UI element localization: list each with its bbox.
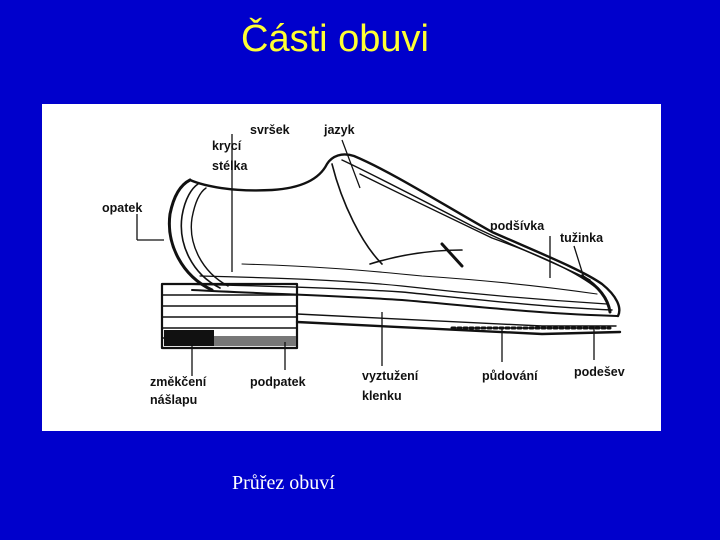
slide-caption: Průřez obuví xyxy=(232,472,335,495)
label-kryci: krycí xyxy=(212,139,242,153)
label-pudovani: půdování xyxy=(482,369,538,383)
label-svrsek: svršek xyxy=(250,123,290,137)
shoe-diagram-panel: svršek jazyk krycí stélka opatek podšívk… xyxy=(42,104,661,431)
label-naslapu: nášlapu xyxy=(150,393,197,407)
shoe-cross-section-diagram: svršek jazyk krycí stélka opatek podšívk… xyxy=(42,104,661,431)
label-podsivka: podšívka xyxy=(490,219,545,233)
slide-title: Části obuvi xyxy=(0,18,670,61)
label-opatek: opatek xyxy=(102,201,142,215)
label-stelka: stélka xyxy=(212,159,248,173)
label-jazyk: jazyk xyxy=(323,123,355,137)
label-vyztuzeni: vyztužení xyxy=(362,369,419,383)
label-klenku: klenku xyxy=(362,389,402,403)
label-zmekceni: změkčení xyxy=(150,375,207,389)
label-tuzinka: tužinka xyxy=(560,231,604,245)
label-podpatek: podpatek xyxy=(250,375,306,389)
heel-counter xyxy=(169,180,212,290)
label-podesev: podešev xyxy=(574,365,625,379)
